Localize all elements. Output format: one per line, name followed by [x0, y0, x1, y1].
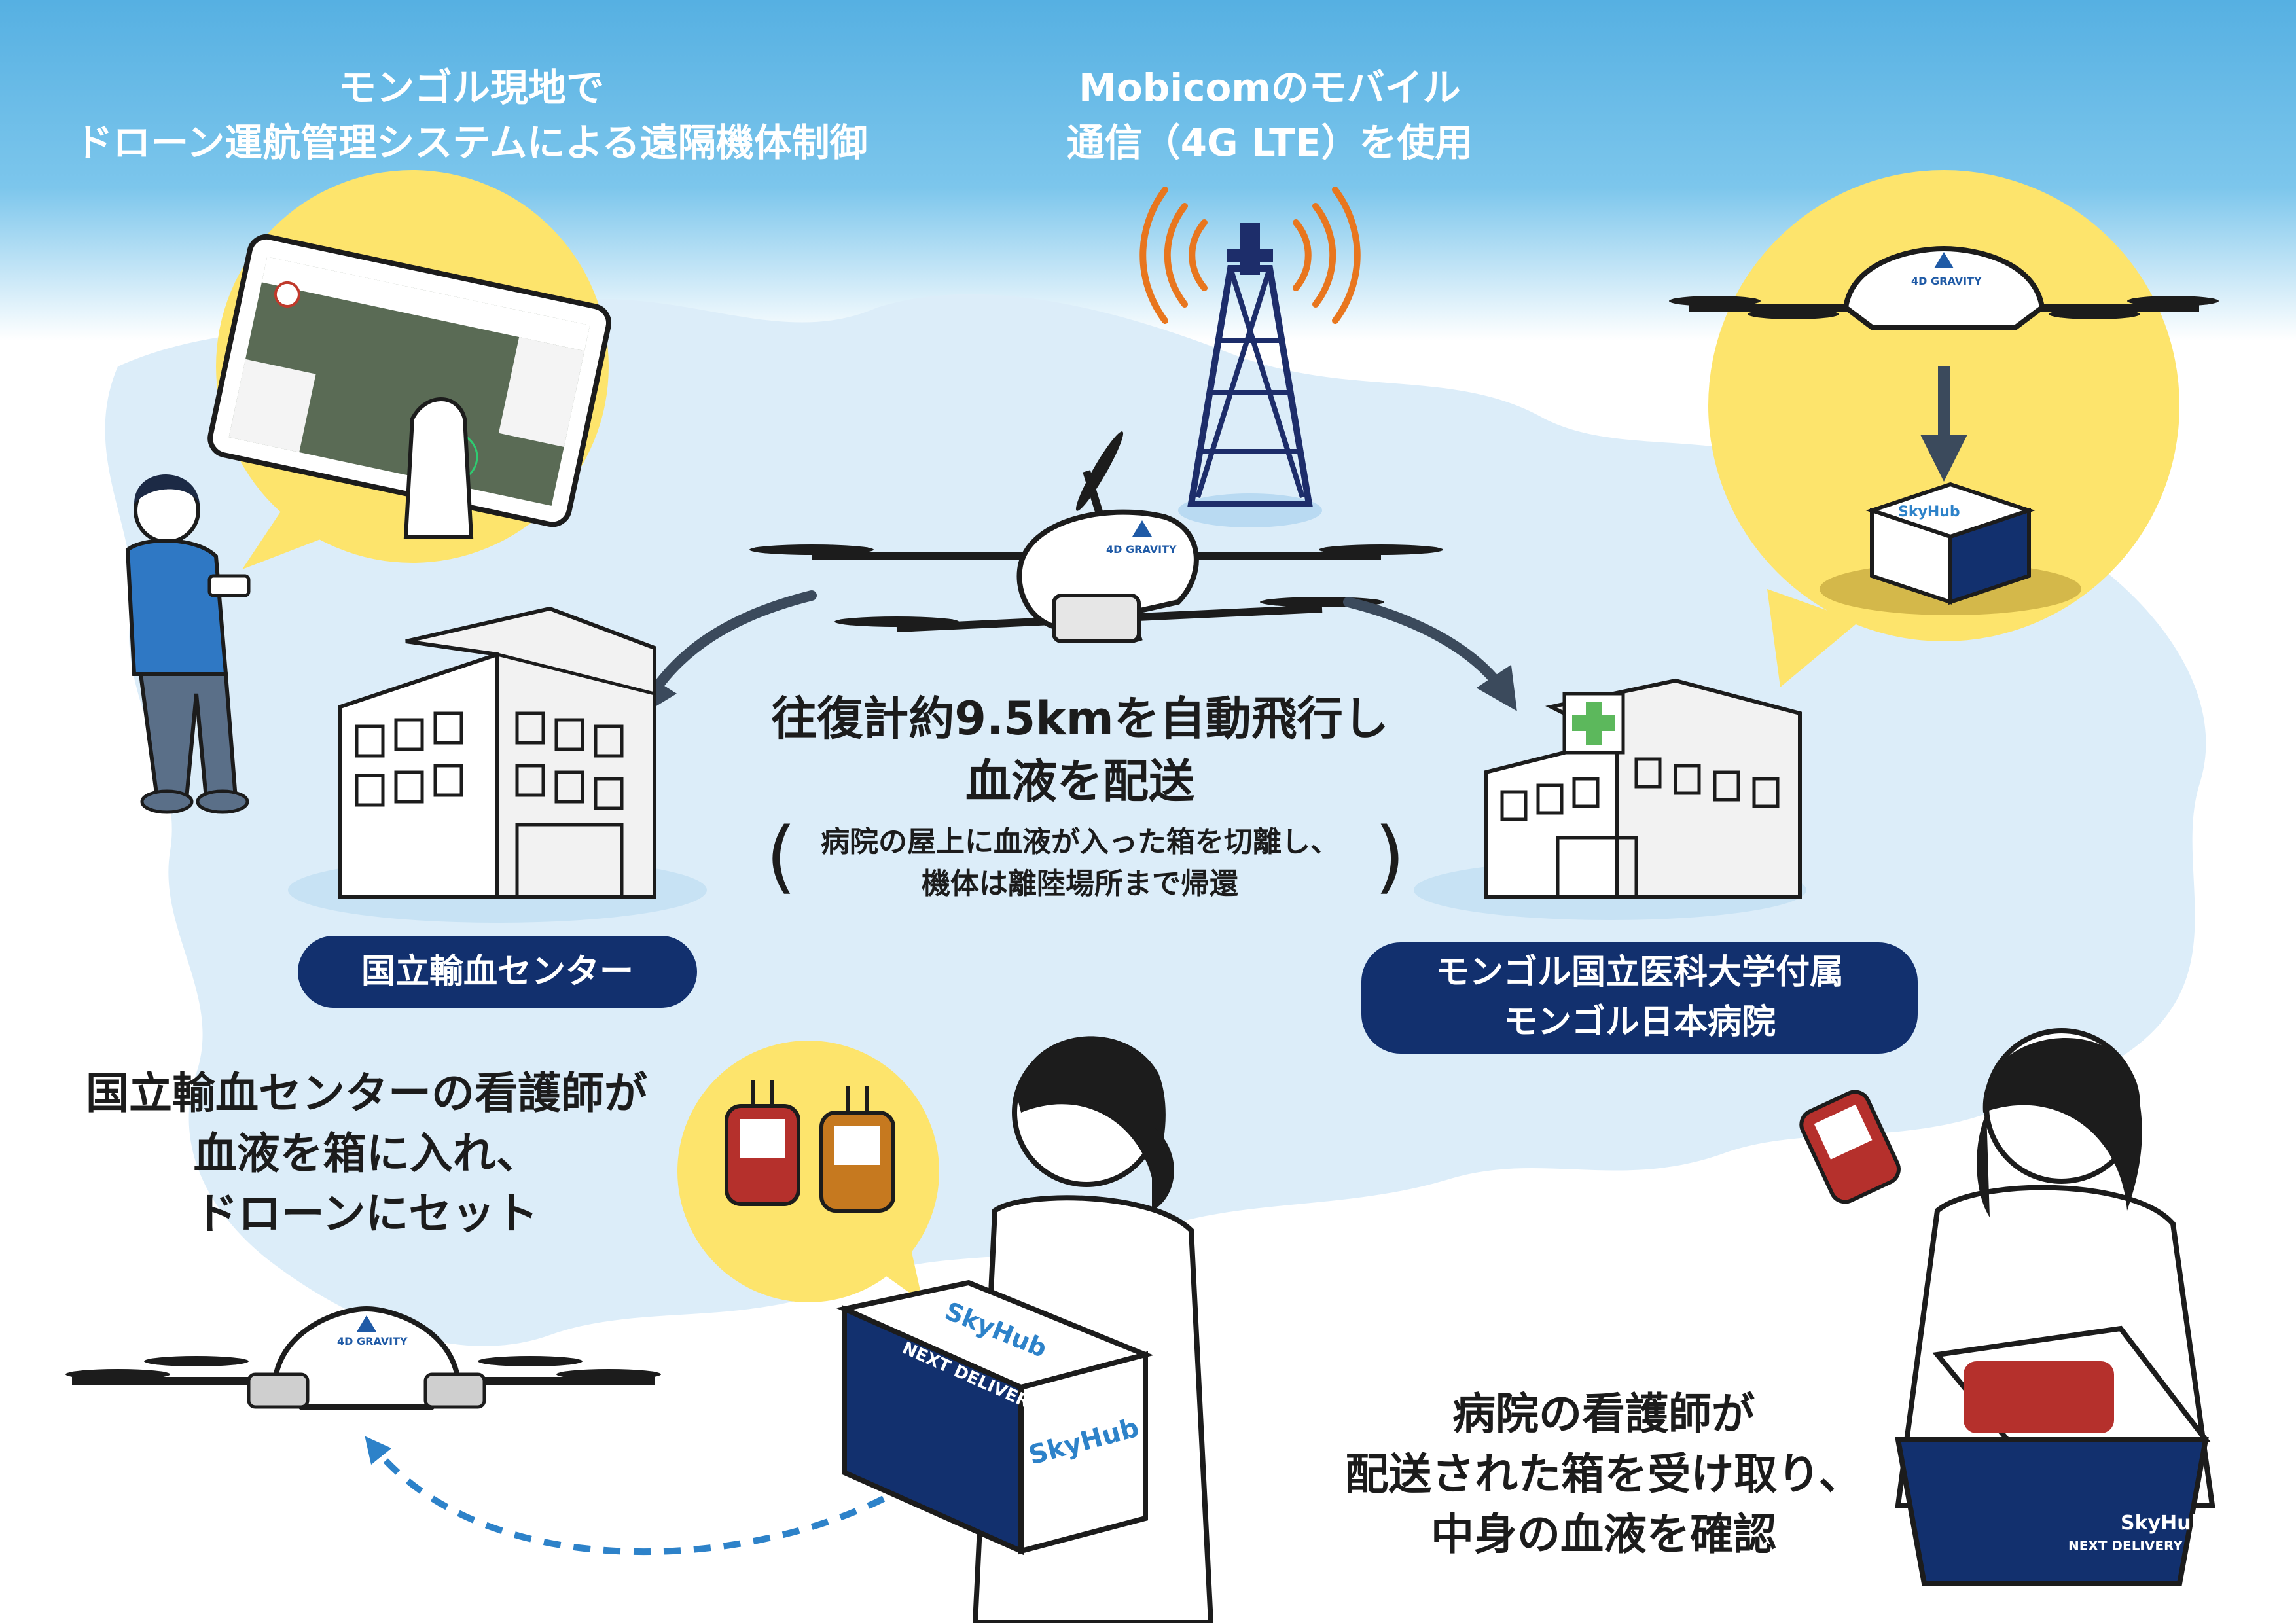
delivery-box-small: [1865, 482, 2036, 605]
remote-control-caption-line2: ドローン運航管理システムによる遠隔機体制御: [75, 120, 868, 165]
hovering-drone: [1669, 245, 2219, 330]
blood-center-nurse-caption: 国立輸血センターの看護師が 血液を箱に入れ、 ドローンにセット: [39, 1063, 694, 1244]
drone-brand-landed: 4D GRAVITY: [337, 1335, 408, 1347]
mongolia-map-shape: [105, 294, 2206, 1346]
blood-center-building: [288, 606, 707, 923]
blood-center-nurse-caption-line3: ドローンにセット: [194, 1188, 539, 1239]
remote-control-callout: [207, 170, 612, 569]
blood-bag-held: [1799, 1090, 1901, 1204]
box-release-callout: [1669, 170, 2219, 687]
open-delivery-box: [1895, 1325, 2211, 1586]
flight-note-line1: 病院の屋上に血液が入った箱を切離し、: [821, 825, 1339, 859]
blood-bag-red: [725, 1080, 800, 1206]
return-arrow: [1343, 597, 1517, 711]
hospital-nurse-caption-line1: 病院の看護師が: [1452, 1389, 1755, 1439]
flight-caption-line1: 往復計約9.5kmを自動飛行し: [771, 692, 1389, 745]
landed-drone: [65, 1306, 661, 1410]
remote-control-caption-line1: モンゴル現地で: [338, 65, 604, 110]
blood-center-label-text: 国立輸血センター: [361, 952, 634, 991]
hospital-nurse-caption-line2: 配送された箱を受け取り、: [1345, 1449, 1862, 1499]
flight-note-bracket-right: ): [1374, 812, 1405, 902]
hospital-nurse-caption-line3: 中身の血液を確認: [1431, 1509, 1776, 1560]
hospital-label-line2: モンゴル日本病院: [1503, 1003, 1776, 1042]
drone-operator-person: [125, 474, 251, 814]
hospital-label: モンゴル国立医科大学付属 モンゴル日本病院: [1361, 942, 1918, 1054]
network-caption-line2: 通信（4G LTE）を使用: [1066, 120, 1473, 165]
signal-waves-icon: [1139, 187, 1361, 324]
blood-bag-callout: [677, 1041, 939, 1302]
dashed-return-arrow: [365, 1436, 886, 1556]
flight-caption: 往復計約9.5kmを自動飛行し 血液を配送: [753, 687, 1407, 813]
flight-note: 病院の屋上に血液が入った箱を切離し、 機体は離陸場所まで帰還: [772, 821, 1388, 905]
drone-brand-hovering: 4D GRAVITY: [1911, 275, 1982, 287]
flight-note-line2: 機体は離陸場所まで帰還: [922, 867, 1238, 901]
hospital-cross-icon: [1562, 692, 1625, 755]
box-logo-small: SkyHub: [1898, 504, 1960, 520]
flight-caption-line2: 血液を配送: [965, 755, 1194, 808]
tablet-illustration: [207, 234, 612, 527]
hospital-building: [1414, 678, 1806, 920]
network-caption: Mobicomのモバイル 通信（4G LTE）を使用: [1021, 60, 1518, 170]
box-logo-open: SkyHub: [2121, 1512, 2206, 1535]
drone-brand-flying: 4D GRAVITY: [1106, 543, 1177, 556]
outbound-arrow: [637, 590, 817, 719]
hospital-nurse-caption: 病院の看護師が 配送された箱を受け取り、 中身の血液を確認: [1322, 1384, 1885, 1565]
blood-center-nurse-caption-line2: 血液を箱に入れ、: [193, 1128, 540, 1179]
blood-center-label: 国立輸血センター: [298, 936, 697, 1008]
delivery-box-held: [836, 1279, 1154, 1556]
box-tagline-open: NEXT DELIVERY: [2068, 1538, 2183, 1554]
pointing-hand: [403, 397, 474, 539]
blood-bag-orange: [819, 1086, 895, 1213]
cell-tower: [1178, 223, 1322, 527]
blood-center-nurse-caption-line1: 国立輸血センターの看護師が: [86, 1068, 647, 1118]
hospital-label-line1: モンゴル国立医科大学付属: [1435, 953, 1844, 992]
network-caption-line1: Mobicomのモバイル: [1079, 65, 1461, 110]
remote-control-caption: モンゴル現地で ドローン運航管理システムによる遠隔機体制御: [0, 60, 942, 170]
flight-note-bracket-left: (: [766, 812, 797, 902]
flying-drone: [749, 431, 1443, 643]
